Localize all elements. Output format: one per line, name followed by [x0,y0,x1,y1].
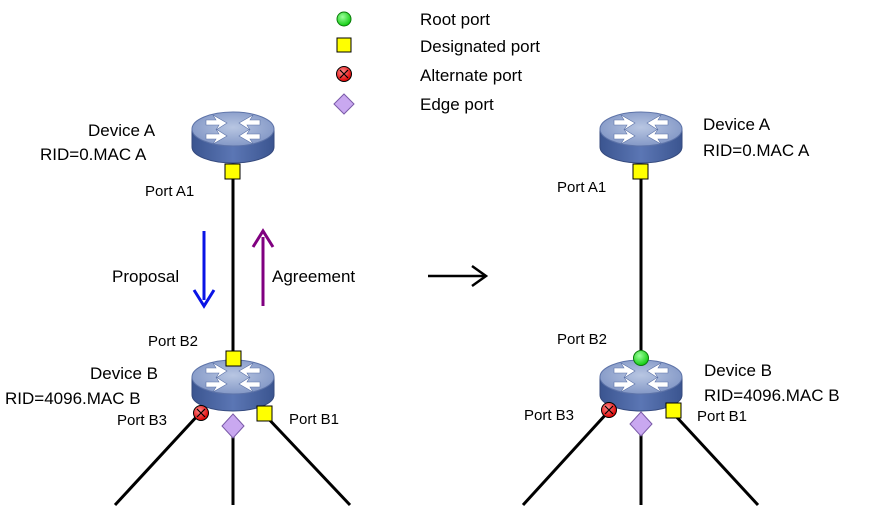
device-b-rid: RID=4096.MAC B [704,386,840,405]
port-a1-designated-icon [224,163,241,180]
left-diagram: Device A RID=0.MAC A Port A1 Proposal Ag… [5,111,355,507]
edge-port-icon [629,411,653,437]
link-b3 [113,411,202,507]
port-b2-root-icon [633,350,649,366]
device-b-rid: RID=4096.MAC B [5,389,141,408]
port-b1-designated-icon [256,405,273,422]
agreement-label: Agreement [272,267,355,286]
device-a-rid: RID=0.MAC A [40,145,147,164]
legend-alternate-label: Alternate port [420,66,522,85]
port-b1-label: Port B1 [289,411,339,428]
proposal-arrow-icon [192,231,216,309]
device-b-router-icon [191,359,275,412]
root-port-legend-icon [336,11,352,27]
alternate-port-legend-icon [336,66,352,82]
legend-designated-label: Designated port [420,37,540,56]
edge-port-icon [221,413,245,439]
port-a1-label: Port A1 [557,179,606,196]
agreement-arrow-icon [251,228,275,306]
port-b3-alternate-icon [193,405,209,421]
designated-port-legend-icon [336,37,352,53]
device-a-router-icon [191,111,275,164]
link-b3 [521,410,610,507]
edge-port-legend-icon [333,93,355,115]
link-b1 [670,410,760,507]
port-b1-designated-icon [665,402,682,419]
port-b3-label: Port B3 [117,412,167,429]
port-b2-designated-icon [225,350,242,367]
right-diagram: Device A RID=0.MAC A Port A1 Port B2 Dev… [521,111,840,507]
legend-root-label: Root port [420,10,490,29]
device-a-rid: RID=0.MAC A [703,141,810,160]
device-b-name: Device B [90,364,158,383]
device-a-name: Device A [88,121,156,140]
device-a-name: Device A [703,115,771,134]
legend: Root port Designated port Alternate port… [333,10,540,115]
port-b2-label: Port B2 [557,331,607,348]
device-b-name: Device B [704,361,772,380]
port-b3-alternate-icon [601,402,617,418]
port-b2-label: Port B2 [148,333,198,350]
proposal-label: Proposal [112,267,179,286]
port-b1-label: Port B1 [697,408,747,425]
port-a1-label: Port A1 [145,183,194,200]
legend-edge-label: Edge port [420,95,494,114]
right-arrow-icon [428,264,489,288]
link-b1 [261,411,352,507]
device-a-router-icon [599,111,683,164]
port-a1-designated-icon [632,163,649,180]
port-b3-label: Port B3 [524,407,574,424]
